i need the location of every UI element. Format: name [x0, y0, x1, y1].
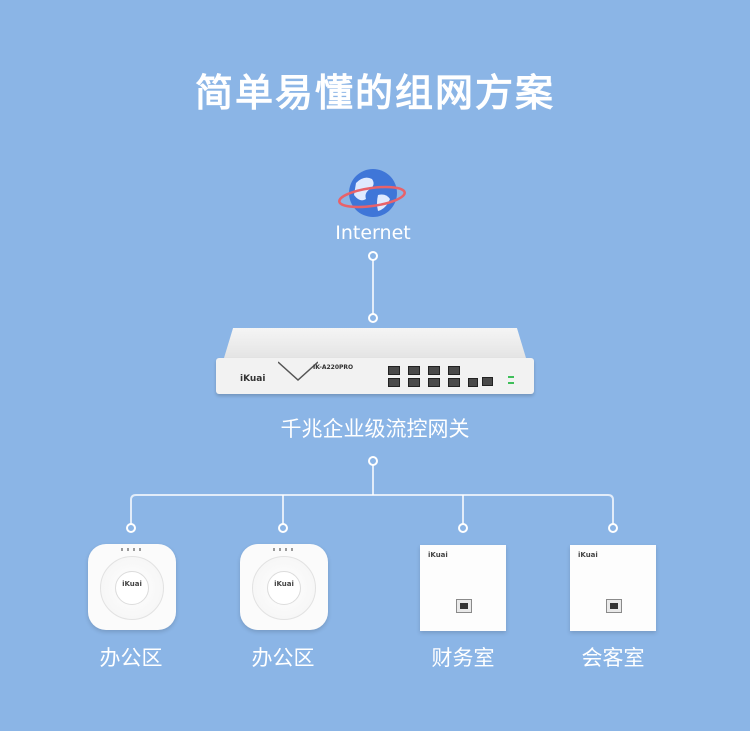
gateway-label: 千兆企业级流控网关	[280, 417, 470, 441]
ethernet-port	[408, 366, 420, 375]
ethernet-port	[388, 366, 400, 375]
ethernet-port	[428, 366, 440, 375]
endpoint-label: 财务室	[431, 646, 495, 670]
connector-dot	[368, 251, 378, 261]
sfp-port	[468, 378, 478, 387]
status-led	[508, 382, 514, 384]
wall-panel-ap-device: iKuai	[420, 545, 506, 631]
router-top-panel	[224, 328, 526, 358]
ethernet-port	[388, 378, 400, 387]
panel-brand: iKuai	[428, 551, 448, 559]
page-title: 简单易懂的组网方案	[194, 71, 555, 115]
router-model: IK-A220PRO	[313, 364, 354, 371]
panel-brand: iKuai	[578, 551, 598, 559]
console-port	[482, 377, 493, 386]
ethernet-jack-icon	[456, 599, 472, 613]
ceiling-ap-device: iKuai	[240, 544, 328, 630]
router-brand: iKuai	[240, 374, 266, 384]
ap-leds	[121, 548, 143, 551]
connector-dot	[458, 523, 468, 533]
gateway-router: iKuai IK-A220PRO	[216, 328, 534, 396]
ap-center: iKuai	[115, 571, 149, 605]
ap-leds	[273, 548, 295, 551]
ethernet-jack-icon	[606, 599, 622, 613]
branch-bus-line	[130, 494, 614, 527]
connector-dot	[608, 523, 618, 533]
connector-dot	[278, 523, 288, 533]
connector-dot	[368, 313, 378, 323]
endpoint-label: 办公区	[99, 646, 163, 670]
status-led	[508, 376, 514, 378]
ceiling-ap-device: iKuai	[88, 544, 176, 630]
ap-center: iKuai	[267, 571, 301, 605]
internet-label: Internet	[335, 222, 411, 244]
endpoint-label: 会客室	[581, 646, 645, 670]
connector-dot	[368, 456, 378, 466]
wall-panel-ap-device: iKuai	[570, 545, 656, 631]
router-front-panel: iKuai IK-A220PRO	[216, 358, 534, 394]
ethernet-port	[448, 378, 460, 387]
router-chevron-icon	[278, 361, 318, 382]
endpoint-label: 办公区	[251, 646, 315, 670]
connector-dot	[126, 523, 136, 533]
globe-icon	[338, 169, 406, 217]
ap-brand: iKuai	[274, 580, 294, 588]
ap-brand: iKuai	[122, 580, 142, 588]
ethernet-port	[428, 378, 440, 387]
ethernet-port	[448, 366, 460, 375]
ethernet-port	[408, 378, 420, 387]
